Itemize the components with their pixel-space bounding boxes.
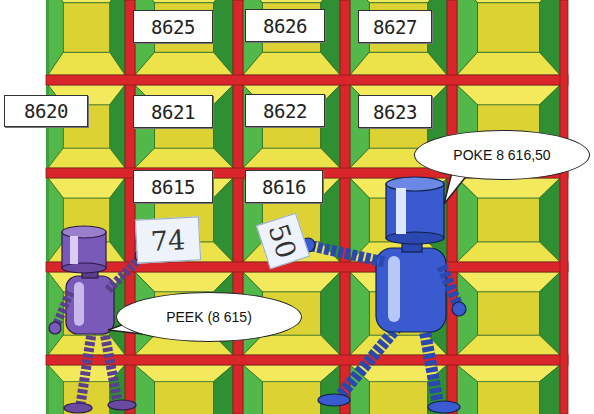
address-number: 8625 xyxy=(151,16,195,38)
address-number: 8615 xyxy=(151,176,195,198)
address-number: 8627 xyxy=(373,16,417,38)
address-number: 8616 xyxy=(262,176,306,198)
pigeonhole-grid xyxy=(46,0,568,414)
address-card: 8621 xyxy=(133,95,213,128)
address-card: 8627 xyxy=(358,10,432,43)
speech-text: POKE 8 616,50 xyxy=(453,147,550,163)
speech-text: PEEK (8 615) xyxy=(166,309,252,325)
speech-bubble: PEEK (8 615) xyxy=(116,292,302,342)
value-number: 74 xyxy=(150,224,186,257)
value-paper: 74 xyxy=(135,216,201,263)
speech-bubble: POKE 8 616,50 xyxy=(414,130,590,180)
address-card: 8616 xyxy=(245,170,323,203)
value-paper: 50 xyxy=(256,213,310,270)
right-robot xyxy=(301,177,466,413)
address-card: 8620 xyxy=(4,95,88,127)
address-number: 8622 xyxy=(263,100,307,122)
address-number: 8621 xyxy=(151,101,195,123)
value-number: 50 xyxy=(263,220,303,262)
address-number: 8626 xyxy=(263,15,307,37)
address-number: 8620 xyxy=(24,100,68,122)
address-number: 8623 xyxy=(373,101,417,123)
address-card: 8625 xyxy=(133,10,213,43)
address-card: 8626 xyxy=(245,9,325,42)
address-card: 8615 xyxy=(133,170,213,203)
address-card: 8622 xyxy=(245,94,325,127)
address-card: 8623 xyxy=(358,95,432,128)
